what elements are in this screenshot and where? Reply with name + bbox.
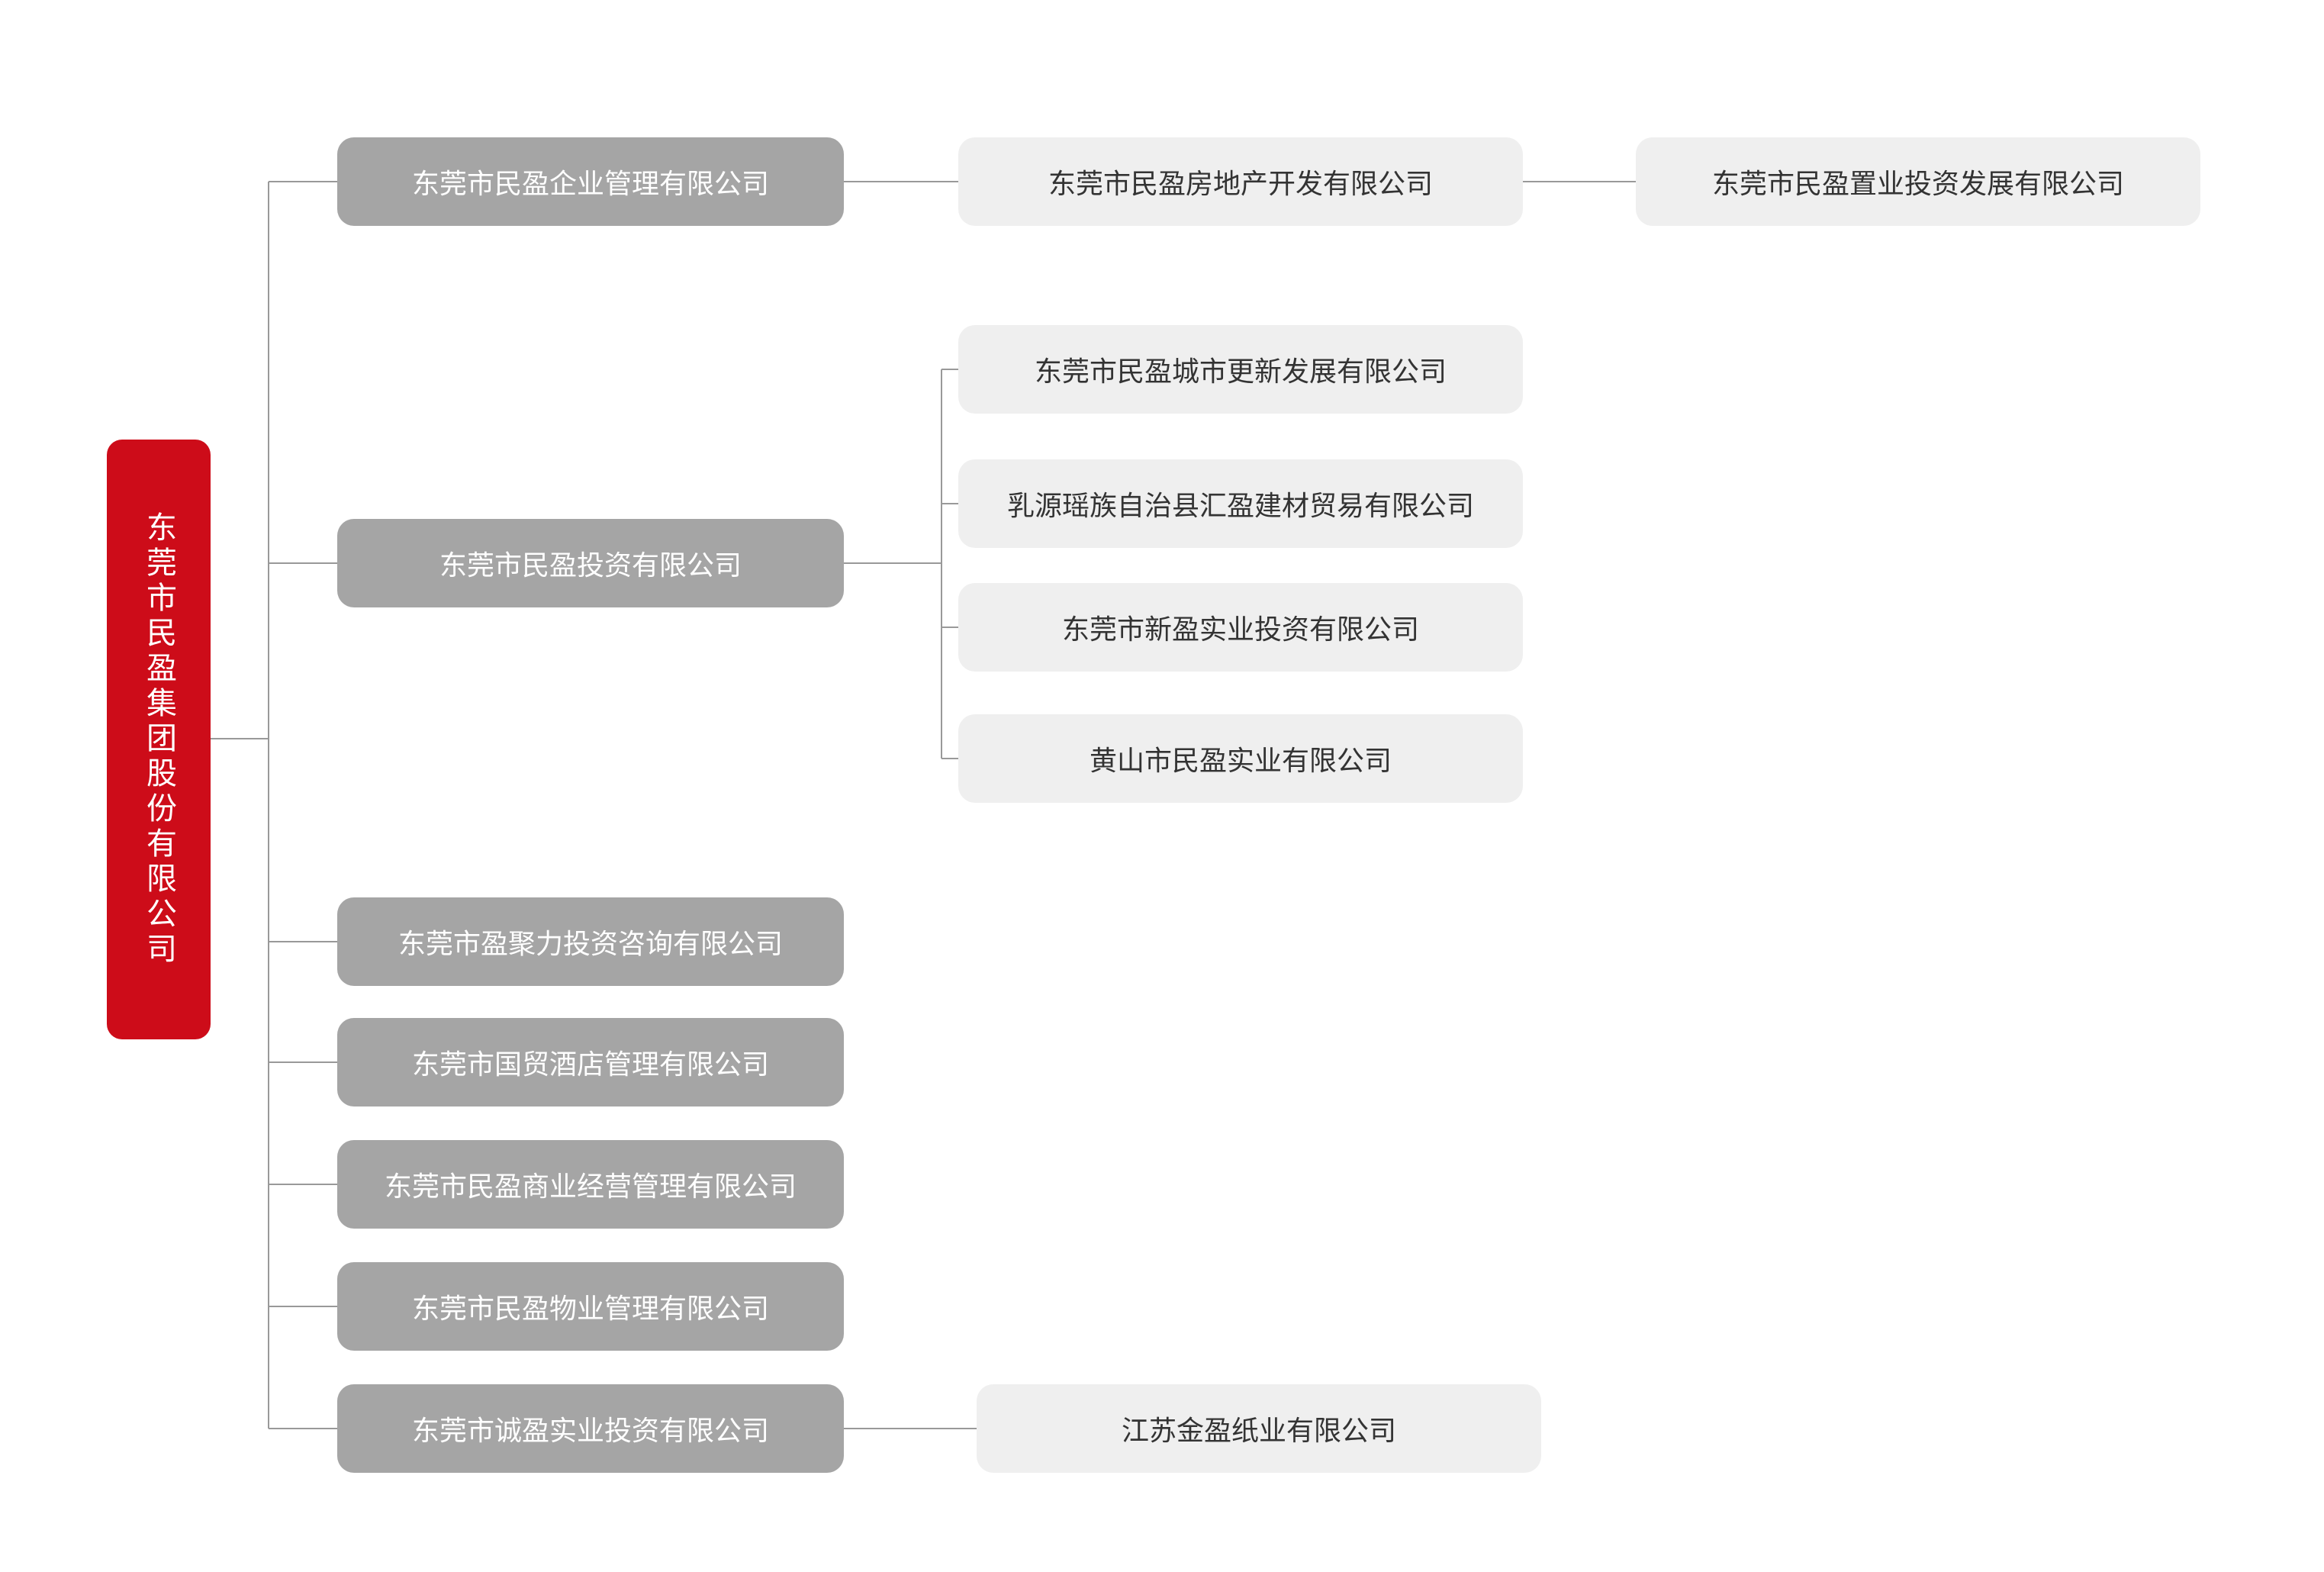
l1-company-box-3: 东莞市国贸酒店管理有限公司 (337, 1018, 844, 1107)
root-company-box: 东莞市民盈集团股份有限公司 (107, 440, 211, 1039)
l2-company-box-3: 东莞市新盈实业投资有限公司 (958, 583, 1523, 672)
l3-company-box-0: 东莞市民盈置业投资发展有限公司 (1636, 137, 2200, 226)
l2-company-box-2: 乳源瑶族自治县汇盈建材贸易有限公司 (958, 459, 1523, 548)
l1-company-box-4: 东莞市民盈商业经营管理有限公司 (337, 1140, 844, 1229)
l1-company-box-6: 东莞市诚盈实业投资有限公司 (337, 1384, 844, 1473)
l1-company-box-0: 东莞市民盈企业管理有限公司 (337, 137, 844, 226)
l1-company-box-5: 东莞市民盈物业管理有限公司 (337, 1262, 844, 1351)
l2-company-box-0: 东莞市民盈房地产开发有限公司 (958, 137, 1523, 226)
l2-company-box-1: 东莞市民盈城市更新发展有限公司 (958, 325, 1523, 414)
l1-company-box-1: 东莞市民盈投资有限公司 (337, 519, 844, 607)
l2-company-box-5: 江苏金盈纸业有限公司 (977, 1384, 1541, 1473)
l1-company-box-2: 东莞市盈聚力投资咨询有限公司 (337, 897, 844, 986)
l2-company-box-4: 黄山市民盈实业有限公司 (958, 714, 1523, 803)
